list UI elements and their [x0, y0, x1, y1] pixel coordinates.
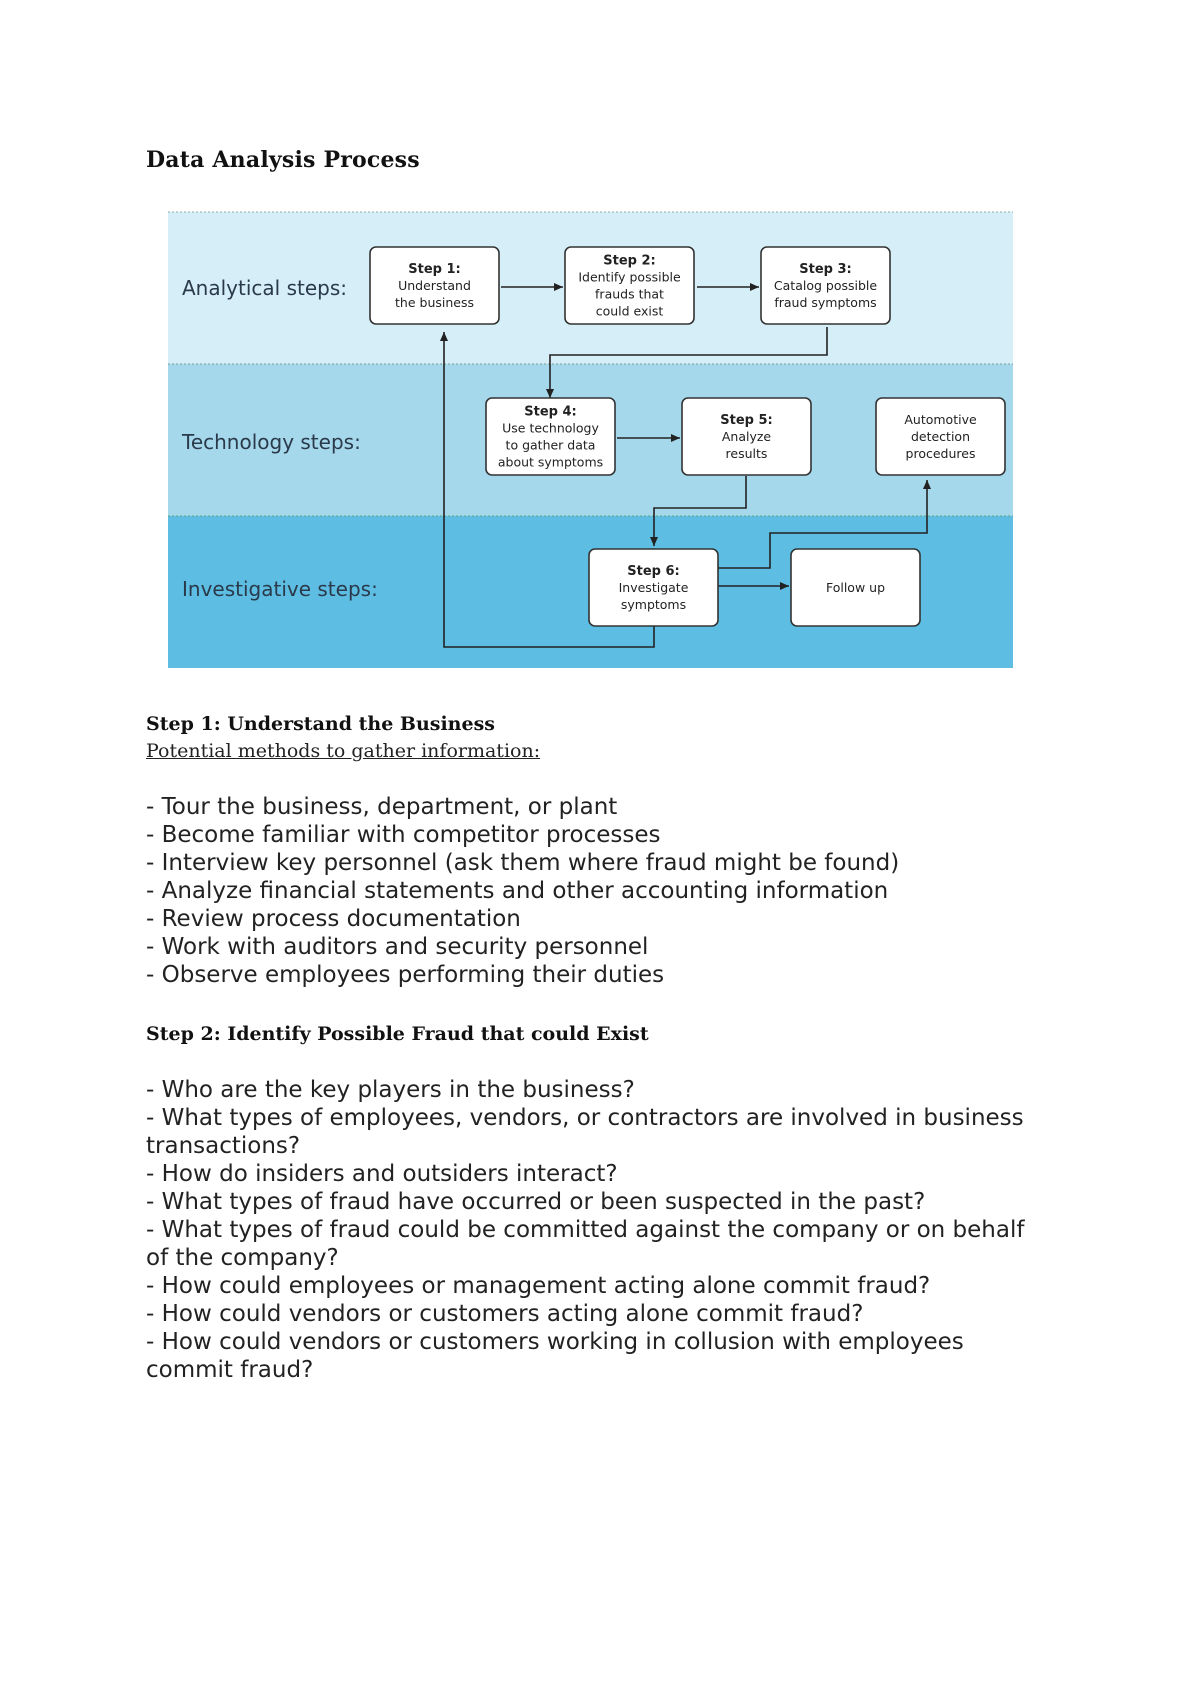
diagram-box-text: Automotive: [904, 412, 977, 427]
diagram-box-step5: Step 5:Analyze results: [681, 397, 812, 476]
list-item: - Observe employees performing their dut…: [146, 962, 665, 988]
band-label-technology: Technology steps:: [181, 430, 361, 454]
diagram-box-step2: Step 2:Identify possible frauds that could…: [564, 246, 695, 325]
arrow-step3-step4: [546, 327, 828, 398]
diagram-box-text: Analyze: [722, 429, 772, 444]
diagram-box-text: Step 4:: [524, 404, 576, 419]
diagram-box-text: detection: [911, 429, 970, 444]
list-item: - Analyze financial statements and other…: [146, 878, 889, 904]
diagram-box-text: could exist: [596, 303, 664, 318]
diagram-box-text: Investigate: [619, 580, 689, 595]
step1-method-list: - Tour the business, department, or plan…: [146, 793, 1026, 989]
document-title: Data Analysis Process: [146, 147, 420, 173]
list-item: - How do insiders and outsiders interact…: [146, 1161, 618, 1187]
diagram-box-text: frauds that: [595, 286, 664, 301]
list-item: - How could vendors or customers acting …: [146, 1301, 864, 1327]
step1-subheading: Potential methods to gather information:: [146, 740, 541, 762]
diagram-box-step6: Step 6:Investigate symptoms: [588, 548, 719, 627]
diagram-box-text: Step 5:: [720, 413, 772, 428]
list-item: - How could employees or management acti…: [146, 1273, 931, 1299]
list-item: - Review process documentation: [146, 906, 521, 932]
list-item: - Tour the business, department, or plan…: [146, 794, 618, 820]
list-item: - What types of fraud could be committed…: [146, 1217, 1025, 1271]
diagram-box-text: to gather data: [506, 437, 596, 452]
diagram-box-text: Step 3:: [799, 262, 851, 277]
fraud-detection-process-diagram: Analytical steps: Technology steps: Inve…: [168, 211, 1013, 668]
diagram-box-text: Understand: [398, 278, 471, 293]
band-label-analytical: Analytical steps:: [182, 276, 347, 300]
diagram-box-text: Step 1:: [408, 262, 460, 277]
list-item: - Interview key personnel (ask them wher…: [146, 850, 900, 876]
list-item: - What types of employees, vendors, or c…: [146, 1105, 1024, 1159]
diagram-box-text: fraud symptoms: [774, 295, 876, 310]
diagram-box-text: Step 2:: [603, 253, 655, 268]
band-label-investigative: Investigative steps:: [182, 577, 378, 601]
diagram-box-text: Catalog possible: [774, 278, 877, 293]
diagram-box-text: symptoms: [621, 597, 686, 612]
list-item: - Who are the key players in the busines…: [146, 1077, 635, 1103]
diagram-box-step3: Step 3:Catalog possible fraud symptoms: [760, 246, 891, 325]
arrow-step5-step6: [650, 476, 747, 546]
diagram-box-step4: Step 4:Use technology to gather data about…: [485, 397, 616, 476]
list-item: - Work with auditors and security person…: [146, 934, 649, 960]
diagram-box-followup: Follow up: [790, 548, 921, 627]
arrow-step6-step1-feedback: [440, 332, 655, 648]
diagram-box-text: about symptoms: [498, 454, 603, 469]
diagram-box-text: results: [726, 446, 768, 461]
diagram-box-text: Step 6:: [627, 564, 679, 579]
list-item: - Become familiar with competitor proces…: [146, 822, 661, 848]
list-item: - What types of fraud have occurred or b…: [146, 1189, 926, 1215]
diagram-box-step1: Step 1:Understand the business: [369, 246, 500, 325]
diagram-box-automotive: Automotive detection procedures: [875, 397, 1006, 476]
diagram-box-text: Use technology: [502, 420, 599, 435]
step2-heading: Step 2: Identify Possible Fraud that cou…: [146, 1023, 649, 1045]
diagram-box-text: Follow up: [826, 580, 885, 595]
list-item: - How could vendors or customers working…: [146, 1329, 964, 1383]
diagram-box-text: Identify possible: [578, 269, 681, 284]
diagram-box-text: the business: [395, 295, 474, 310]
step1-heading: Step 1: Understand the Business: [146, 713, 495, 735]
diagram-box-text: procedures: [906, 446, 976, 461]
step2-question-list: - Who are the key players in the busines…: [146, 1076, 1026, 1384]
arrow-step6-automotive: [708, 480, 931, 569]
